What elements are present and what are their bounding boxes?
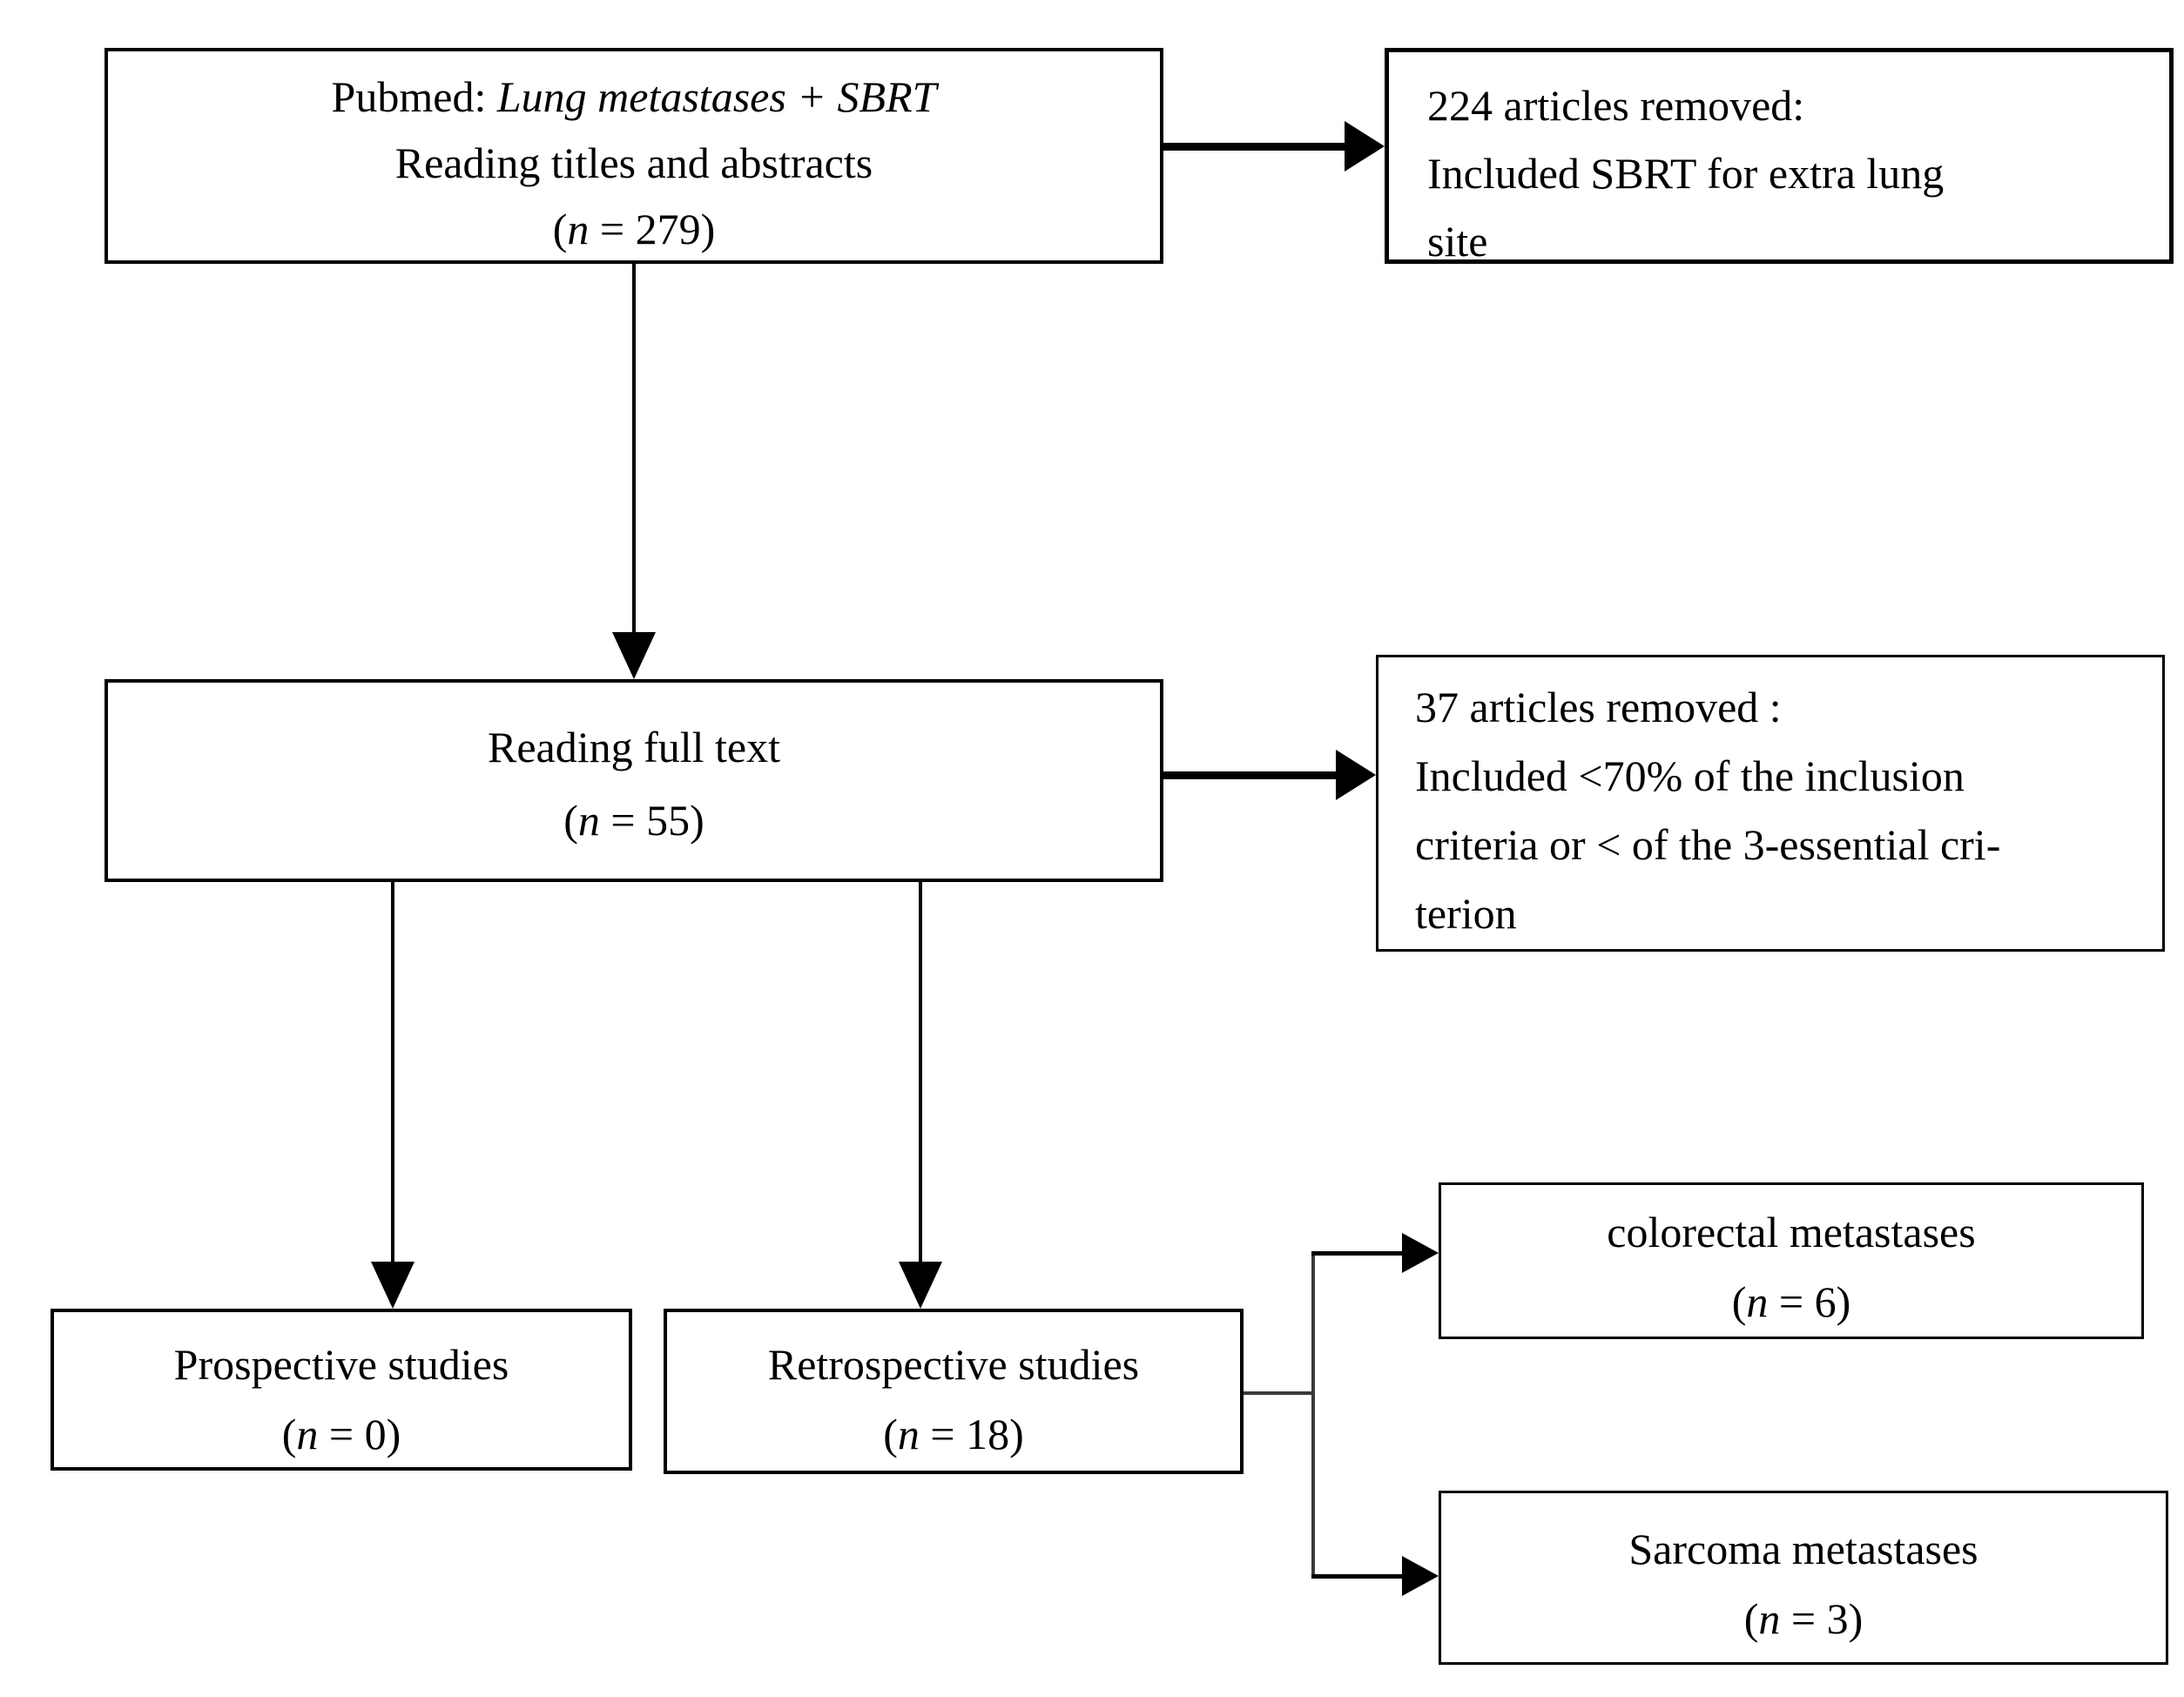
count-open: ( xyxy=(281,1410,297,1458)
count-n: n xyxy=(567,205,590,253)
pubmed-search-count: (n = 279) xyxy=(108,196,1160,262)
pubmed-search-line1-prefix: Pubmed: xyxy=(331,72,497,121)
removed-fulltext-line3: criteria or < of the 3-essential cri- xyxy=(1415,820,2001,869)
pubmed-search-line1: Pubmed: Lung metastases + SBRT xyxy=(108,64,1160,130)
prospective-line1: Prospective studies xyxy=(173,1340,509,1389)
pubmed-search-line2: Reading titles and abstracts xyxy=(394,138,873,187)
sarcoma-line1: Sarcoma metastases xyxy=(1628,1525,1978,1573)
arrow-shaft-fulltext-to-retrospective xyxy=(919,882,922,1263)
arrow-shaft-search-to-removed xyxy=(1163,143,1348,151)
count-value: = 3) xyxy=(1780,1594,1864,1643)
arrow-shaft-branch-to-sarcoma xyxy=(1311,1574,1405,1579)
removed-titles-line2: Included SBRT for extra lung xyxy=(1427,149,1945,198)
count-n: n xyxy=(296,1410,319,1458)
count-value: = 18) xyxy=(919,1410,1024,1458)
pubmed-search-line1-query: Lung metastases + SBRT xyxy=(496,72,937,121)
sarcoma-count: (n = 3) xyxy=(1441,1584,2166,1653)
full-text-count: (n = 55) xyxy=(108,784,1160,857)
colorectal-line1: colorectal metastases xyxy=(1607,1208,1976,1256)
removed-fulltext-line1: 37 articles removed : xyxy=(1415,683,1782,731)
arrow-head-search-to-removed xyxy=(1345,121,1385,172)
box-retrospective-studies: Retrospective studies (n = 18) xyxy=(664,1309,1244,1474)
removed-titles-line3: site xyxy=(1427,217,1488,266)
box-reading-full-text: Reading full text (n = 55) xyxy=(104,679,1163,882)
count-open: ( xyxy=(1731,1277,1747,1326)
box-sarcoma-metastases: Sarcoma metastases (n = 3) xyxy=(1439,1491,2168,1665)
removed-titles-line1: 224 articles removed: xyxy=(1427,81,1805,130)
arrow-head-search-to-fulltext xyxy=(612,632,656,679)
box-colorectal-metastases: colorectal metastases (n = 6) xyxy=(1439,1182,2144,1339)
box-prospective-studies: Prospective studies (n = 0) xyxy=(51,1309,632,1471)
arrow-shaft-fulltext-to-removed xyxy=(1163,771,1339,779)
arrow-head-fulltext-to-removed xyxy=(1336,750,1376,800)
count-value: = 6) xyxy=(1768,1277,1851,1326)
count-open: ( xyxy=(563,796,578,845)
count-n: n xyxy=(1746,1277,1769,1326)
count-n: n xyxy=(577,796,600,845)
connector-retrospective-stub xyxy=(1244,1391,1315,1395)
connector-branch-vertical xyxy=(1311,1251,1315,1579)
arrow-head-branch-to-sarcoma xyxy=(1402,1556,1439,1596)
colorectal-count: (n = 6) xyxy=(1441,1267,2141,1337)
count-open: ( xyxy=(552,205,568,253)
arrow-head-fulltext-to-retrospective xyxy=(899,1262,942,1309)
arrow-shaft-branch-to-colorectal xyxy=(1311,1251,1405,1256)
arrow-shaft-search-to-fulltext xyxy=(632,264,636,636)
retrospective-count: (n = 18) xyxy=(667,1399,1240,1469)
prospective-count: (n = 0) xyxy=(54,1399,629,1469)
count-open: ( xyxy=(1743,1594,1759,1643)
box-pubmed-search: Pubmed: Lung metastases + SBRT Reading t… xyxy=(104,48,1163,264)
arrow-head-branch-to-colorectal xyxy=(1402,1233,1439,1273)
box-articles-removed-fulltext: 37 articles removed : Included <70% of t… xyxy=(1376,655,2165,952)
full-text-line1: Reading full text xyxy=(487,723,781,771)
count-value: = 0) xyxy=(318,1410,401,1458)
removed-fulltext-line4: terion xyxy=(1415,889,1517,938)
arrow-shaft-fulltext-to-prospective xyxy=(391,882,394,1263)
count-n: n xyxy=(897,1410,920,1458)
removed-fulltext-line2: Included <70% of the inclusion xyxy=(1415,751,1965,800)
arrow-head-fulltext-to-prospective xyxy=(371,1262,415,1309)
retrospective-line1: Retrospective studies xyxy=(767,1340,1140,1389)
count-value: = 55) xyxy=(599,796,704,845)
box-articles-removed-titles: 224 articles removed: Included SBRT for … xyxy=(1385,48,2174,266)
count-n: n xyxy=(1758,1594,1781,1643)
count-value: = 279) xyxy=(589,205,716,253)
count-open: ( xyxy=(883,1410,898,1458)
